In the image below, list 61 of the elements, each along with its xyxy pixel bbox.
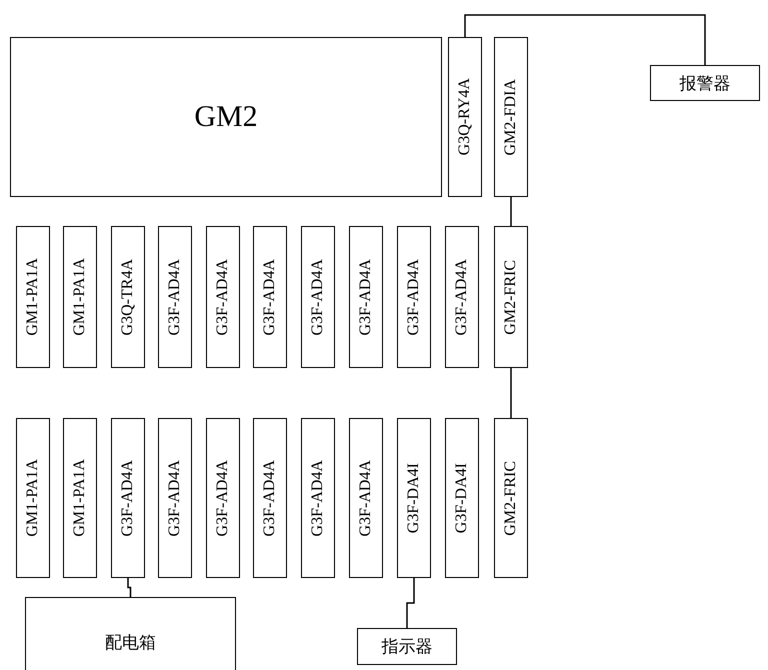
device-label: 指示器 xyxy=(382,636,432,658)
module-label: G3Q-TR4A xyxy=(119,258,137,336)
module-box xyxy=(206,226,240,368)
module-label: G3F-AD4A xyxy=(357,460,375,536)
connector-line xyxy=(406,578,415,628)
module-box xyxy=(158,226,192,368)
device-box xyxy=(650,65,760,101)
module-box xyxy=(397,418,431,578)
module-box xyxy=(63,226,97,368)
module-label: GM1-PA1A xyxy=(24,459,42,537)
module-box xyxy=(63,418,97,578)
module-label: G3F-AD4A xyxy=(261,460,279,536)
device-label: 配电箱 xyxy=(105,632,156,654)
module-box xyxy=(111,418,145,578)
module-box xyxy=(494,226,528,368)
module-label: GM1-PA1A xyxy=(71,459,89,537)
module-label: G3F-AD4A xyxy=(214,258,232,336)
device-box xyxy=(10,37,442,197)
module-label: G3Q-RY4A xyxy=(456,78,474,156)
connector-line xyxy=(464,14,706,65)
module-label: G3F-DA4I xyxy=(453,462,471,534)
connector-line xyxy=(510,368,512,418)
module-label: G3F-AD4A xyxy=(261,258,279,336)
module-box xyxy=(253,226,287,368)
module-box xyxy=(445,226,479,368)
device-box xyxy=(357,628,457,665)
module-box xyxy=(111,226,145,368)
module-label: GM2-FRIC xyxy=(502,260,520,334)
device-box xyxy=(25,597,236,670)
connector-line xyxy=(127,578,132,597)
module-label: G3F-AD4A xyxy=(309,258,327,336)
module-box xyxy=(494,418,528,578)
module-box xyxy=(349,226,383,368)
device-label: GM2 xyxy=(194,100,258,134)
module-box xyxy=(349,418,383,578)
module-label: G3F-AD4A xyxy=(214,460,232,536)
module-box xyxy=(16,226,50,368)
module-label: G3F-AD4A xyxy=(405,258,423,336)
module-box xyxy=(206,418,240,578)
module-box xyxy=(158,418,192,578)
module-box xyxy=(494,37,528,197)
module-box xyxy=(301,226,335,368)
module-label: G3F-AD4A xyxy=(119,460,137,536)
module-box xyxy=(445,418,479,578)
device-label: 报警器 xyxy=(680,72,730,94)
module-label: GM1-PA1A xyxy=(24,258,42,336)
module-label: G3F-AD4A xyxy=(453,258,471,336)
connector-line xyxy=(510,197,512,226)
module-box xyxy=(16,418,50,578)
module-box xyxy=(448,37,482,197)
module-label: G3F-AD4A xyxy=(357,258,375,336)
module-box xyxy=(397,226,431,368)
module-label: G3F-DA4I xyxy=(405,462,423,534)
module-label: G3F-AD4A xyxy=(166,460,184,536)
module-box xyxy=(301,418,335,578)
module-label: G3F-AD4A xyxy=(309,460,327,536)
module-label: GM2-FDIA xyxy=(502,78,520,156)
module-label: GM2-FRIC xyxy=(502,460,520,536)
module-label: GM1-PA1A xyxy=(71,258,89,336)
module-box xyxy=(253,418,287,578)
module-label: G3F-AD4A xyxy=(166,258,184,336)
